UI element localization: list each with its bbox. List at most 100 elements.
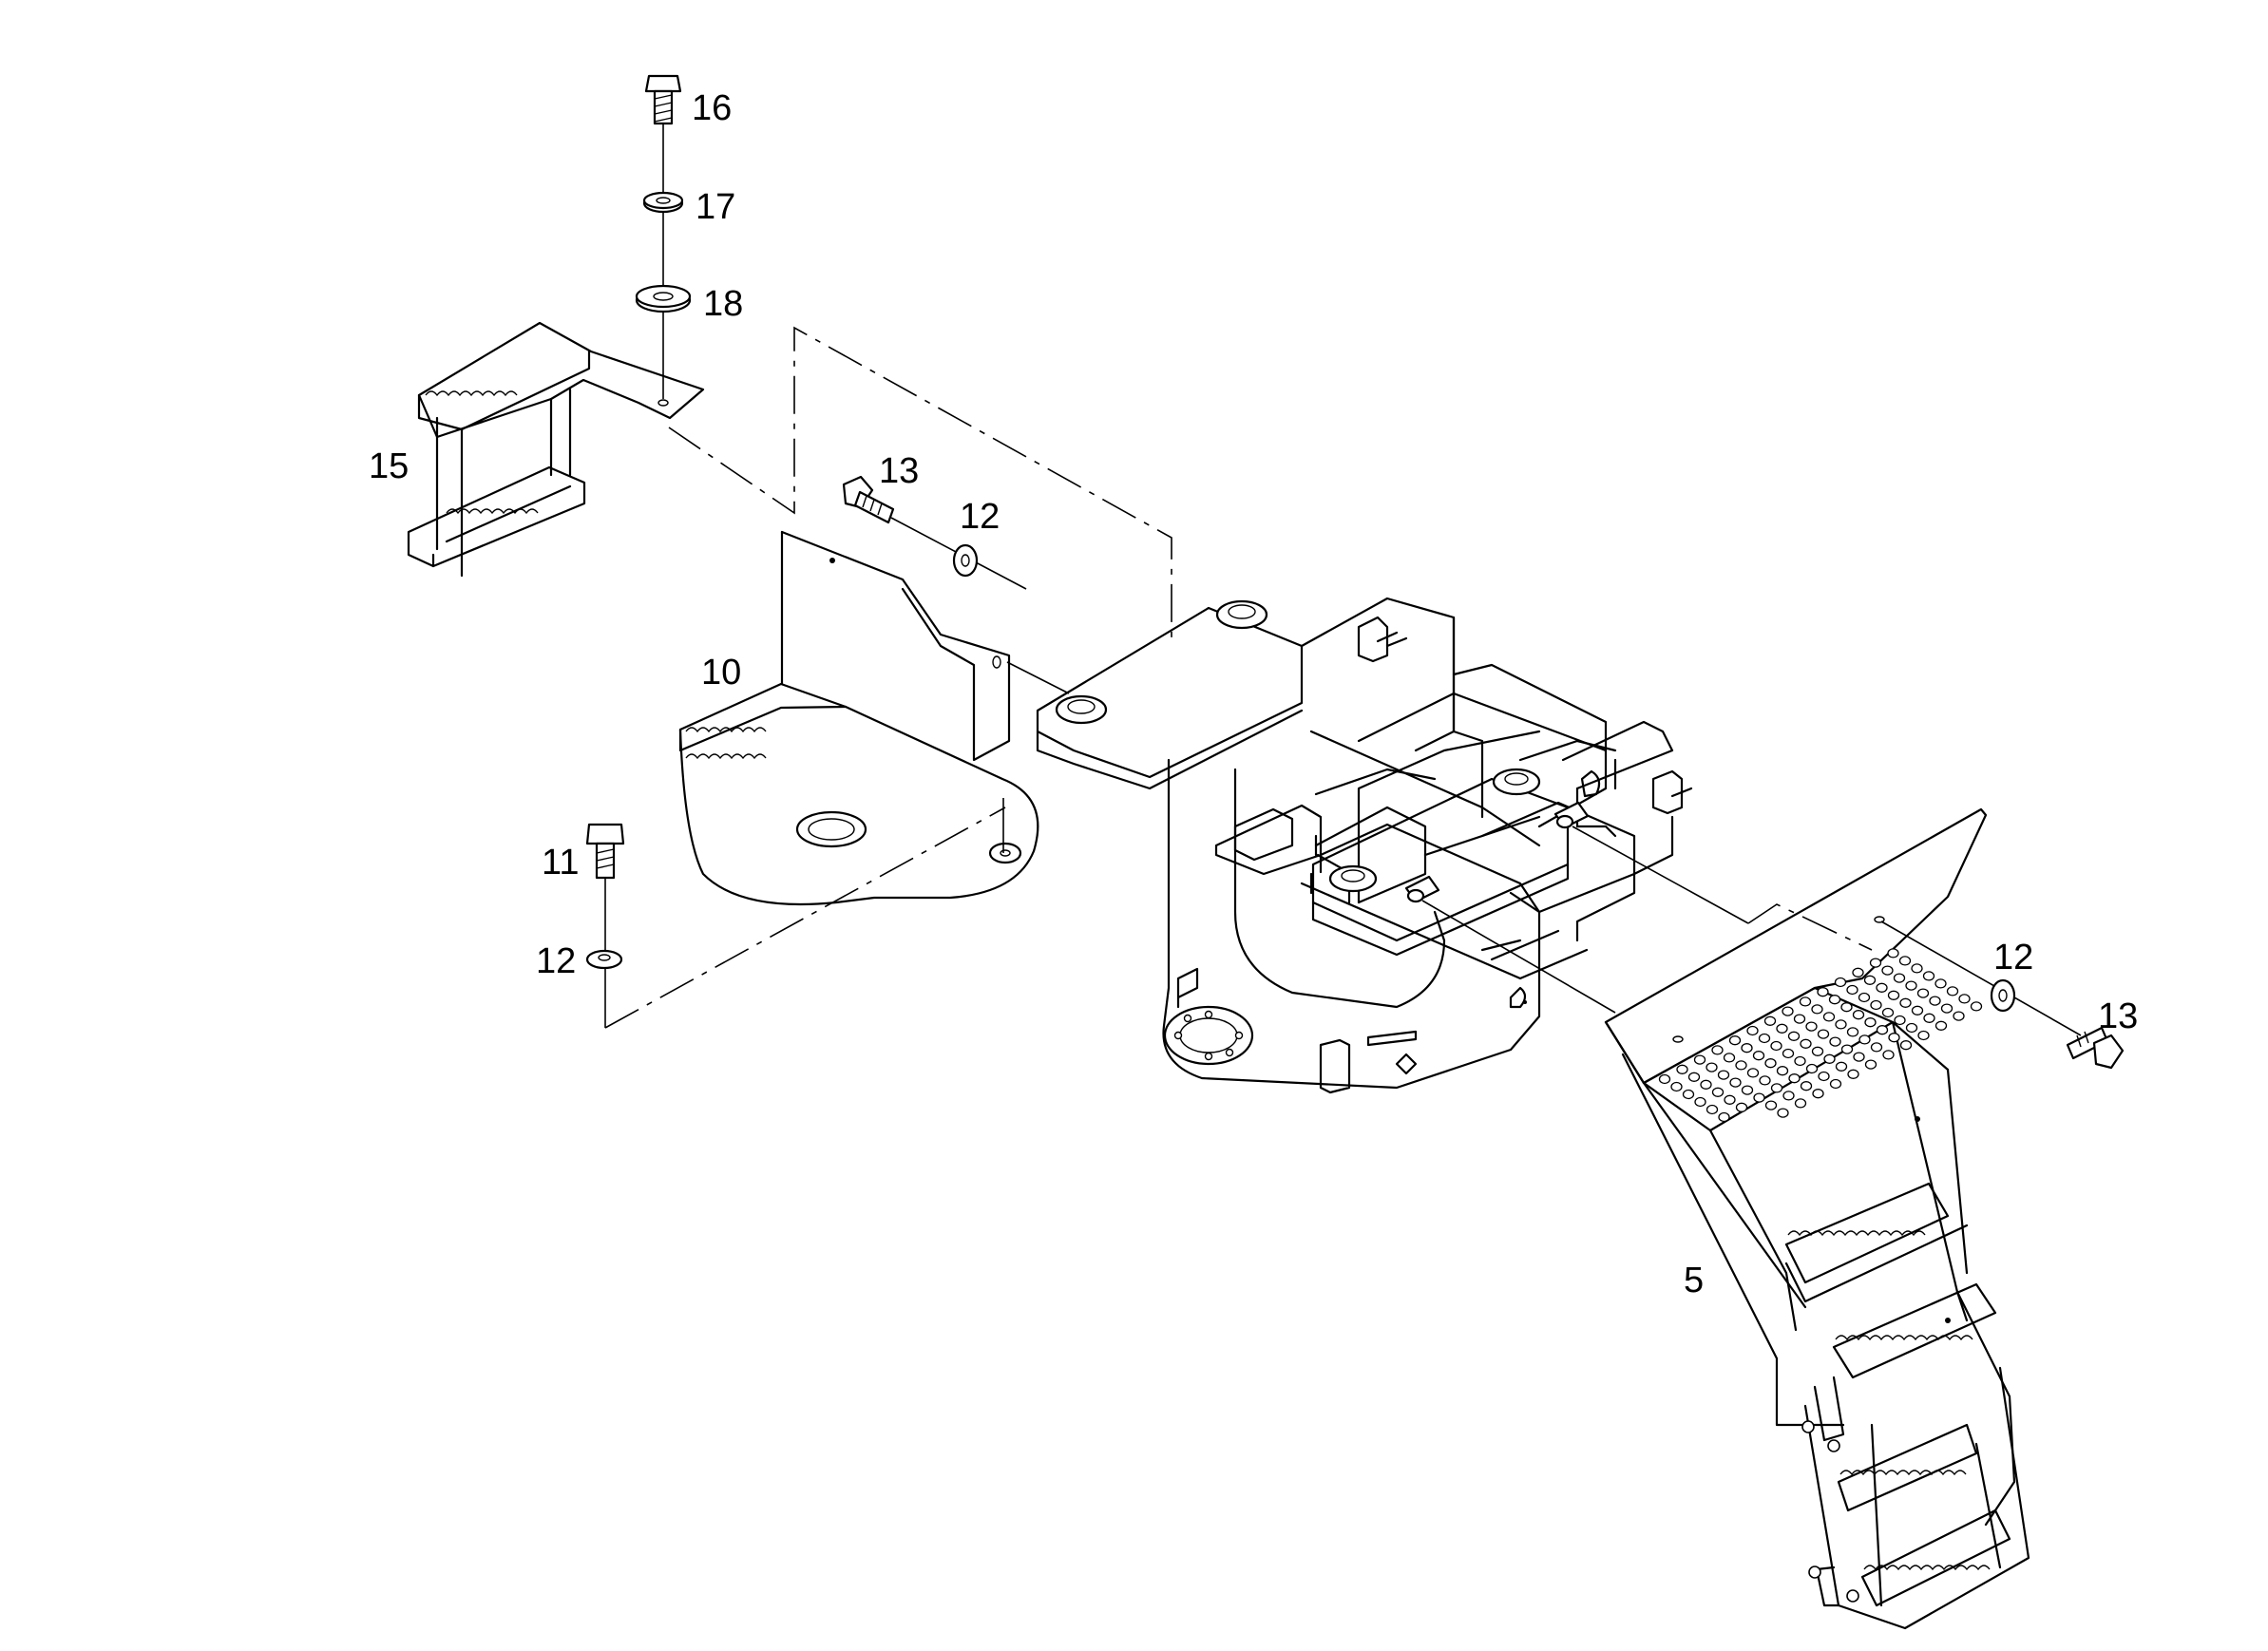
tread-hole [1794,1055,1806,1067]
stair-assembly-5 [1604,807,2030,1630]
tread-hole [1863,975,1877,985]
tread-hole [1870,999,1882,1011]
callout-12-upper: 12 [960,497,1000,537]
tread-hole [1916,988,1930,998]
callout-18: 18 [703,284,743,324]
tread-hole [1835,1019,1847,1030]
tread-hole [1835,1061,1848,1072]
tread-hole [1811,1046,1824,1056]
tread-hole [1753,1092,1765,1103]
tread-hole [1853,1052,1865,1062]
tread-hole [1817,1029,1830,1039]
tread-hole [1888,1033,1900,1043]
tread-hole [1905,1022,1918,1034]
tread-hole [1782,1048,1795,1059]
tread-hole [1711,1087,1725,1097]
callout-17: 17 [696,187,735,227]
tread-hole [1777,1108,1789,1118]
bolt-13-right [2066,1026,2125,1070]
tread-hole [1770,1040,1782,1052]
callout-labels: 16 17 18 15 13 12 10 11 12 12 13 5 [369,88,2138,1300]
washer-12-right [1990,978,2016,1013]
callout-13-right: 13 [2098,996,2138,1036]
tread-hole [1752,1051,1765,1061]
tread-hole [1676,1064,1688,1074]
callout-15: 15 [369,446,409,486]
tread-hole [1782,1006,1794,1016]
tread-hole [1828,995,1841,1005]
bolt-16 [644,74,682,125]
step-bracket-15 [407,321,705,578]
washer-18 [635,284,692,313]
tread-hole [1846,1027,1859,1037]
tread-hole [1706,1062,1718,1072]
tread-hole [1729,1077,1742,1088]
callout-13-upper: 13 [879,451,919,491]
tread-hole [1852,967,1864,977]
axis-line-12-13-right [1880,920,2082,1036]
tread-hole [1929,996,1941,1006]
assembly-line-11 [604,807,1006,1029]
tread-hole [1953,1011,1965,1021]
tread-hole [1711,1045,1724,1055]
tread-hole [1782,1091,1795,1101]
tread-hole [1823,1053,1836,1064]
tread-hole [1723,1053,1736,1063]
tread-hole [1735,1102,1748,1112]
tread-hole [1718,1111,1730,1123]
tread-hole [1758,1033,1771,1044]
tread-hole [1724,1094,1736,1105]
tread-hole [1898,956,1912,966]
tread-hole [1876,982,1888,993]
tread-hole [1776,1066,1789,1076]
assembly-line-15 [668,326,1172,646]
tread-hole [1746,1025,1759,1036]
callout-5: 5 [1684,1261,1704,1300]
callout-12-right: 12 [1993,938,2033,977]
callout-16: 16 [692,88,732,128]
tread-hole [1887,948,1899,958]
tread-hole [1846,984,1858,996]
axis-line-pin-left [1421,900,1616,1014]
tread-hole [1764,1100,1778,1110]
perforated-tread [1658,948,1983,1123]
tread-hole [1793,1014,1806,1024]
tread-hole [1922,971,1935,981]
tread-hole [1764,1058,1777,1069]
tread-hole [1899,997,1912,1008]
tread-hole [1934,978,1947,989]
tread-hole [1970,1001,1983,1012]
tread-hole [1763,1015,1777,1026]
tread-hole [1717,1070,1730,1080]
tread-hole [1911,1005,1924,1015]
tread-hole [1858,1034,1871,1045]
tread-hole [1799,996,1812,1007]
frame-crossbar [1311,768,1601,957]
tread-hole [1694,1096,1706,1108]
tread-hole [1882,1050,1895,1060]
washer-12-lower-left [585,949,623,970]
washer-17 [642,191,684,214]
bolt-13-upper [842,475,895,524]
tread-hole [1800,1081,1813,1091]
tread-hole [1852,1010,1865,1020]
tread-hole [1817,987,1829,997]
axis-line-pin-right [1572,826,1749,924]
tread-hole [1940,1003,1954,1014]
tread-hole [1958,994,1971,1004]
tread-hole [1658,1073,1671,1085]
tread-hole [1741,1043,1753,1053]
tread-hole [1770,1083,1783,1093]
tread-hole [1822,1012,1836,1022]
tread-hole [1794,1098,1807,1109]
tread-hole [1858,992,1871,1003]
tread-hole [1923,1013,1935,1023]
callout-11: 11 [542,843,579,882]
tread-hole [1811,1004,1823,1015]
tread-hole [1946,986,1959,996]
tread-hole [1881,965,1894,976]
washer-12-upper [952,543,979,578]
tread-hole [1894,1015,1906,1026]
tread-hole [1805,1063,1819,1074]
tread-hole [1905,980,1917,991]
